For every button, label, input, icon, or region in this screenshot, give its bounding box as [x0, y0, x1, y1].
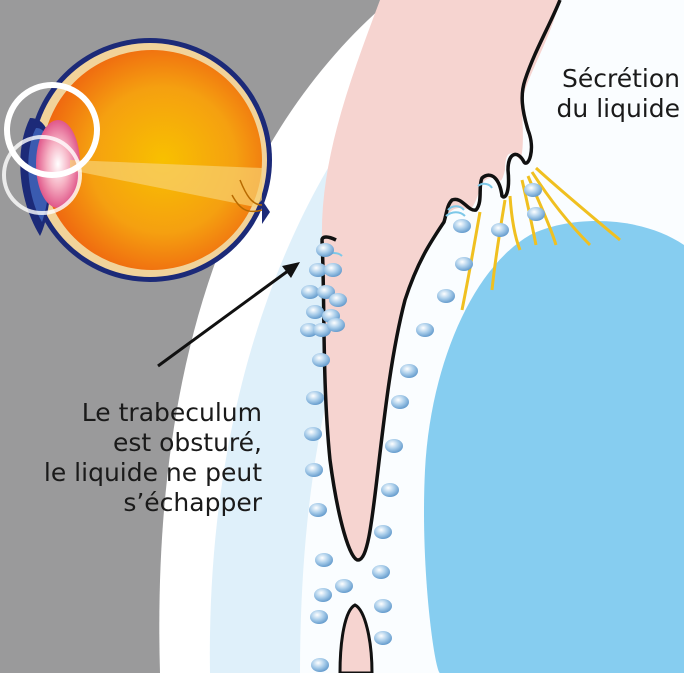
fluid-droplet [313, 323, 331, 337]
fluid-droplet [527, 207, 545, 221]
fluid-droplet [305, 463, 323, 477]
fluid-droplet [311, 658, 329, 672]
magnifier-ring-icon [4, 82, 100, 178]
fluid-droplet [316, 243, 334, 257]
fluid-droplet [385, 439, 403, 453]
fluid-droplet [300, 323, 318, 337]
secretion-label: Sécrétion du liquide [520, 64, 680, 124]
eyeball-illustration [2, 38, 272, 282]
fluid-droplet [381, 483, 399, 497]
fluid-droplet [437, 289, 455, 303]
fluid-droplet [315, 553, 333, 567]
fluid-droplet [312, 353, 330, 367]
trabeculum-line-4: s’échapper [123, 488, 262, 517]
lens [423, 221, 684, 673]
trabeculum-line-2: est obsturé, [112, 428, 262, 457]
fluid-droplet [329, 293, 347, 307]
fluid-droplet [309, 263, 327, 277]
iris-region [321, 0, 560, 560]
iris-top-cap [320, 235, 337, 242]
fluid-droplet [372, 565, 390, 579]
fluid-droplet [335, 579, 353, 593]
fluid-droplet [391, 395, 409, 409]
trabeculum-line-3: le liquide ne peut [43, 458, 262, 487]
fluid-droplet [455, 257, 473, 271]
fluid-droplet [310, 610, 328, 624]
lower-iris-tip [338, 603, 374, 673]
trabeculum-line-1: Le trabeculum [81, 398, 262, 427]
fluid-droplet [374, 631, 392, 645]
trabeculum-label: Le trabeculum est obsturé, le liquide ne… [2, 398, 262, 518]
fluid-droplet [327, 318, 345, 332]
fluid-droplet [306, 391, 324, 405]
fluid-droplet [314, 588, 332, 602]
fluid-droplet [304, 427, 322, 441]
fluid-droplet [400, 364, 418, 378]
iris-outline [320, 0, 562, 562]
fluid-droplet [306, 305, 324, 319]
fluid-droplet [324, 263, 342, 277]
secretion-line-1: Sécrétion [562, 64, 680, 93]
fluid-droplet [374, 599, 392, 613]
fluid-droplets [300, 183, 545, 672]
fluid-droplet [309, 503, 327, 517]
fluid-droplet [491, 223, 509, 237]
fluid-droplet [524, 183, 542, 197]
fluid-droplet [416, 323, 434, 337]
fluid-droplet [453, 219, 471, 233]
pointer-arrow [157, 262, 300, 368]
fluid-droplet [301, 285, 319, 299]
fluid-droplet [317, 285, 335, 299]
secretion-line-2: du liquide [556, 94, 680, 123]
fluid-droplet [374, 525, 392, 539]
